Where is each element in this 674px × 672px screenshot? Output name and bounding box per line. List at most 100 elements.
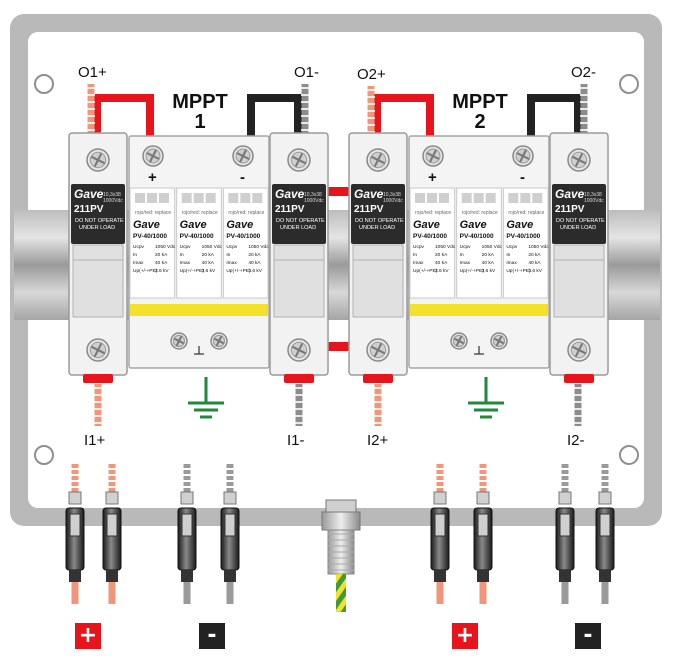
spd-mppt1-module-1-spec-k1: In bbox=[180, 252, 184, 258]
mc4-7-nut bbox=[559, 570, 571, 582]
fuse-o2-minus-screw-bottom-slot-b bbox=[574, 342, 584, 358]
spd-mppt1-module-0-spec-v1: 20 kA bbox=[155, 252, 168, 258]
spd-mppt2-module-2-spec-k2: Imax bbox=[506, 260, 517, 266]
fuse-o2-plus-rating-top: 10,3x38 bbox=[383, 192, 401, 198]
mc4-5-stub-seg bbox=[436, 482, 444, 486]
mc4-4-window bbox=[224, 513, 236, 537]
spd-mppt1-screw-pe-a-slot-b bbox=[175, 335, 183, 347]
mc4-2-stub-seg bbox=[108, 470, 116, 474]
spd-mppt1-module-2-spec-k3: Up(+/-+PE) bbox=[226, 268, 251, 274]
mc4-2-stub-seg bbox=[108, 476, 116, 480]
spd-mppt2-plus-mark: + bbox=[428, 169, 437, 186]
spd-mppt2-module-0-spec-k3: Up(+/-+PE) bbox=[413, 268, 438, 274]
mc4-5-stub-seg bbox=[436, 470, 444, 474]
mc4-8-stub-seg bbox=[601, 464, 609, 468]
mount-hole-top-right bbox=[619, 74, 639, 94]
fuse-o2-minus-rating-top: 10,3x38 bbox=[584, 192, 602, 198]
fuse-o2-minus-warn1: DO NOT OPERATE bbox=[556, 218, 605, 224]
spd-mppt2-module-1-spec-v0: 1050 Vdc bbox=[482, 244, 503, 250]
spd-mppt1-module-1-brand: Gave bbox=[180, 219, 207, 231]
fuse-o1-plus-brand: Gave bbox=[74, 187, 104, 201]
mc4-1-stub-seg bbox=[71, 470, 79, 474]
fuse-o2-minus-brand: Gave bbox=[555, 187, 585, 201]
spd-mppt2-module-1-spec-k1: In bbox=[460, 252, 464, 258]
mppt2-title: MPPT bbox=[452, 91, 508, 113]
mc4-2-gland bbox=[105, 491, 119, 505]
spd-mppt2-module-2-replace: rojo/red: replace bbox=[508, 210, 544, 216]
fuse-o1-plus-warn1: DO NOT OPERATE bbox=[75, 218, 124, 224]
plus-sign-icon-left: + bbox=[75, 623, 101, 649]
wire-mppt1-negative bbox=[247, 94, 302, 136]
spd-mppt2-module-2-spec-k3: Up(+/-+PE) bbox=[506, 268, 531, 274]
spd-mppt1-module-2-spec-v3: 3.6 kV bbox=[248, 268, 262, 274]
fuse-o2-minus-red-tab bbox=[564, 374, 594, 383]
spd-mppt2-module-1-replace: rojo/red: replace bbox=[462, 210, 498, 216]
fuse-o2-plus-model: 211PV bbox=[354, 204, 384, 215]
fuse-o2-plus-handle bbox=[352, 244, 404, 318]
mc4-8-stub-seg bbox=[601, 488, 609, 492]
spd-mppt1-module-0-replace: rojo/red: replace bbox=[135, 210, 171, 216]
fuse-o2-plus-screw-bottom-slot-b bbox=[373, 342, 383, 358]
fuse-o2-minus-rating-bottom: 1000Vdc bbox=[584, 198, 604, 204]
mppt2-number: 2 bbox=[474, 111, 486, 133]
fuse-o1-minus-warn2: UNDER LOAD bbox=[280, 225, 316, 231]
mc4-3-stub-seg bbox=[183, 464, 191, 468]
spd-mppt1-module-0-spec-k3: Up(+/-+PE) bbox=[133, 268, 158, 274]
spd-mppt2-module-1-model: PV-40/1000 bbox=[460, 233, 494, 240]
spd-mppt2-module-2-window bbox=[520, 193, 531, 203]
mc4-2-nut bbox=[106, 570, 118, 582]
mc4-5-gland bbox=[433, 491, 447, 505]
spd-mppt1-module-1-spec-v2: 40 kA bbox=[202, 260, 215, 266]
label-i2-minus: I2- bbox=[567, 432, 585, 449]
spd-mppt1-screw-pe-b-slot-b bbox=[215, 335, 223, 347]
mc4-5-nut bbox=[434, 570, 446, 582]
spd-mppt2-module-1-spec-k2: Imax bbox=[460, 260, 471, 266]
mc4-3-stub-seg bbox=[183, 488, 191, 492]
spd-mppt1-screw-plus-slot-b bbox=[149, 149, 157, 163]
spd-mppt1-module-2-window bbox=[228, 193, 239, 203]
mc4-3-cable bbox=[183, 582, 191, 604]
mc4-7-window bbox=[559, 513, 571, 537]
fuse-o1-plus-screw-bottom-slot-b bbox=[93, 342, 103, 358]
spd-mppt1-module-0-spec-v0: 1050 Vdc bbox=[155, 244, 176, 250]
spd-mppt1-module-2-spec-v2: 40 kA bbox=[248, 260, 261, 266]
spd-mppt1-minus-mark: - bbox=[240, 169, 245, 186]
mc4-1-stub-seg bbox=[71, 476, 79, 480]
mc4-1-nut bbox=[69, 570, 81, 582]
spd-mppt2-module-2-spec-k0: Ucpv bbox=[506, 244, 518, 250]
spd-mppt1-module-0-window bbox=[159, 193, 169, 203]
spd-mppt1-module-2-spec-v1: 20 kA bbox=[248, 252, 261, 258]
mc4-1-stub-seg bbox=[71, 482, 79, 486]
mc4-5-stub-seg bbox=[436, 464, 444, 468]
mc4-1-window bbox=[69, 513, 81, 537]
plus-sign-icon-right: + bbox=[452, 623, 478, 649]
mc4-6-stub-seg bbox=[479, 482, 487, 486]
mppt1-title: MPPT bbox=[172, 91, 228, 113]
mc4-4-stub-seg bbox=[226, 482, 234, 486]
spd-mppt2-module-1-window bbox=[473, 193, 484, 203]
fuse-o1-minus-red-tab bbox=[284, 374, 314, 383]
spd-mppt1-module-1-model: PV-40/1000 bbox=[180, 233, 214, 240]
fuse-o1-minus-handle bbox=[273, 244, 325, 318]
spd-mppt1-module-0-spec-k1: In bbox=[133, 252, 137, 258]
mc4-8-stub-seg bbox=[601, 470, 609, 474]
spd-mppt1-module-0-spec-k0: Ucpv bbox=[133, 244, 145, 250]
mc4-6-stub-seg bbox=[479, 464, 487, 468]
spd-mppt2-module-1-spec-v1: 20 kA bbox=[482, 252, 495, 258]
earth-cable bbox=[336, 574, 346, 612]
spd-mppt2-module-0-window bbox=[427, 193, 437, 203]
spd-mppt2-module-0-spec-k2: Imax bbox=[413, 260, 424, 266]
spd-mppt2-module-1-spec-v3: 3.6 kV bbox=[482, 268, 496, 274]
mc4-8-stub-seg bbox=[601, 476, 609, 480]
fuse-o2-plus-warn2: UNDER LOAD bbox=[359, 225, 395, 231]
spd-mppt2-module-0-spec-v3: 3.6 kV bbox=[435, 268, 449, 274]
mc4-3-stub-seg bbox=[183, 482, 191, 486]
fuse-o2-plus-rating-bottom: 1000Vdc bbox=[383, 198, 403, 204]
mc4-2-window bbox=[106, 513, 118, 537]
mc4-3-nut bbox=[181, 570, 193, 582]
mc4-8-gland bbox=[598, 491, 612, 505]
mc4-2-stub-seg bbox=[108, 464, 116, 468]
mc4-4-stub-seg bbox=[226, 488, 234, 492]
spd-mppt2-module-1-spec-k3: Up(+/-+PE) bbox=[460, 268, 485, 274]
